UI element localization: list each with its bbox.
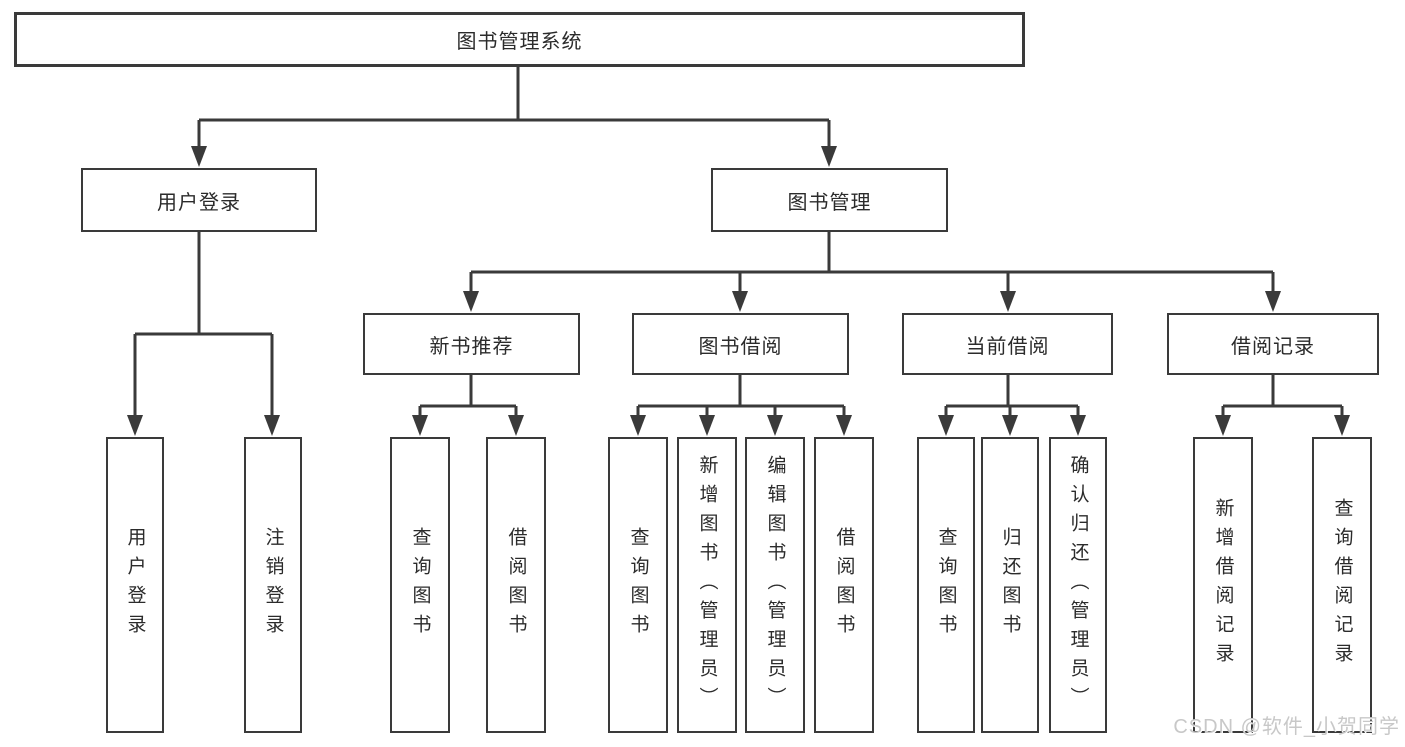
node-borrowing-records: 借阅记录 (1167, 313, 1379, 375)
node-current-borrowing: 当前借阅 (902, 313, 1113, 375)
leaf-current-confirm-return-admin: 确认归还（管理员） (1049, 437, 1107, 733)
leaf-records-add-record: 新增借阅记录 (1193, 437, 1253, 733)
leaf-borrowing-add-book-admin: 新增图书（管理员） (677, 437, 737, 733)
arrowhead (821, 146, 837, 167)
arrowhead (836, 415, 852, 436)
leaf-records-query-record: 查询借阅记录 (1312, 437, 1372, 733)
arrowhead (1000, 291, 1016, 312)
leaf-user-login: 用户登录 (106, 437, 164, 733)
leaf-borrowing-query-book: 查询图书 (608, 437, 668, 733)
arrowhead (767, 415, 783, 436)
csdn-watermark: CSDN @软件_小贺同学 (1173, 716, 1400, 738)
arrowhead (412, 415, 428, 436)
arrowheads (127, 146, 1350, 436)
leaf-current-return-book: 归还图书 (981, 437, 1039, 733)
arrowhead (1215, 415, 1231, 436)
node-library-management-system: 图书管理系统 (14, 12, 1025, 67)
connector-lines (133, 67, 1344, 419)
arrowhead (938, 415, 954, 436)
leaf-newbook-query-book: 查询图书 (390, 437, 450, 733)
arrowhead (699, 415, 715, 436)
arrowhead (191, 146, 207, 167)
leaf-newbook-borrow-book: 借阅图书 (486, 437, 546, 733)
node-book-management: 图书管理 (711, 168, 948, 232)
arrowhead (630, 415, 646, 436)
leaf-logout: 注销登录 (244, 437, 302, 733)
node-new-book-recommendation: 新书推荐 (363, 313, 580, 375)
arrowhead (127, 415, 143, 436)
node-book-borrowing: 图书借阅 (632, 313, 849, 375)
arrowhead (463, 291, 479, 312)
leaf-borrowing-edit-book-admin: 编辑图书（管理员） (745, 437, 805, 733)
arrowhead (1070, 415, 1086, 436)
node-user-login: 用户登录 (81, 168, 317, 232)
arrowhead (732, 291, 748, 312)
leaf-borrowing-borrow-book: 借阅图书 (814, 437, 874, 733)
arrowhead (1002, 415, 1018, 436)
arrowhead (264, 415, 280, 436)
leaf-current-query-book: 查询图书 (917, 437, 975, 733)
arrowhead (508, 415, 524, 436)
arrowhead (1334, 415, 1350, 436)
arrowhead (1265, 291, 1281, 312)
